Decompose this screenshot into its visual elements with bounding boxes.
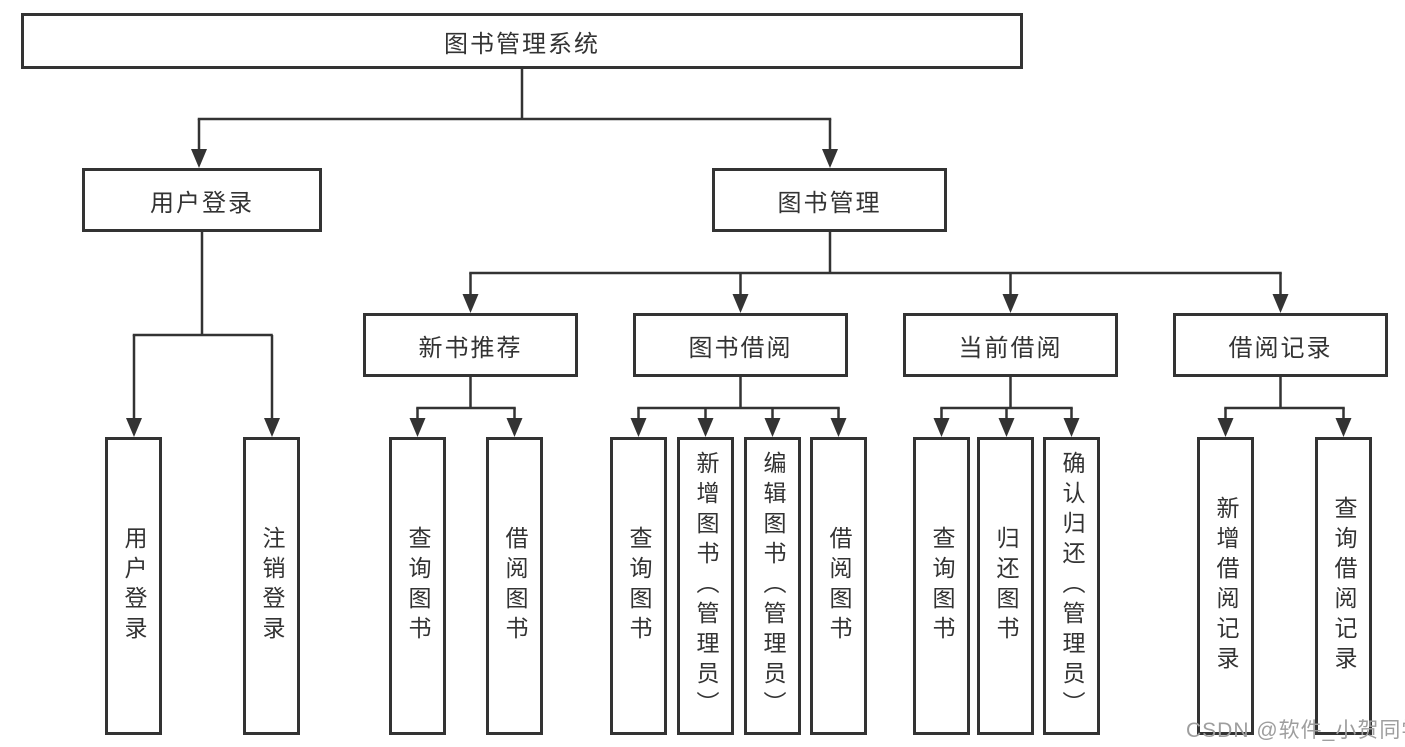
connector-current-borrow-to-leaves	[933, 377, 1080, 437]
node-new-book-recommendation: 新书推荐	[363, 313, 578, 377]
leaf-edit-book-admin: 编辑图书（管理员）	[744, 437, 801, 735]
connector-root-to-level2	[191, 69, 838, 168]
node-root-book-management-system: 图书管理系统	[21, 13, 1023, 69]
connector-new-book-to-leaves	[409, 377, 523, 437]
leaf-return-books: 归还图书	[977, 437, 1034, 735]
leaf-query-borrow-record: 查询借阅记录	[1315, 437, 1372, 735]
connector-user-login-to-leaves	[126, 232, 280, 437]
connector-borrow-records-to-leaves	[1217, 377, 1352, 437]
node-borrowing-records: 借阅记录	[1173, 313, 1388, 377]
csdn-watermark: CSDN @软件_小贺同学	[1186, 719, 1405, 742]
leaf-borrow-books-recommend: 借阅图书	[486, 437, 543, 735]
node-book-borrowing: 图书借阅	[633, 313, 848, 377]
leaf-add-borrow-record: 新增借阅记录	[1197, 437, 1254, 735]
connector-book-borrow-to-leaves	[630, 377, 847, 437]
node-book-management: 图书管理	[712, 168, 947, 232]
leaf-add-book-admin: 新增图书（管理员）	[677, 437, 734, 735]
leaf-logout: 注销登录	[243, 437, 300, 735]
connector-book-mgmt-to-level3	[462, 232, 1289, 313]
node-current-borrowing: 当前借阅	[903, 313, 1118, 377]
leaf-borrow-books: 借阅图书	[810, 437, 867, 735]
leaf-query-books-borrowing: 查询图书	[610, 437, 667, 735]
leaf-query-books-recommend: 查询图书	[389, 437, 446, 735]
leaf-query-books-current: 查询图书	[913, 437, 970, 735]
leaf-confirm-return-admin: 确认归还（管理员）	[1043, 437, 1100, 735]
leaf-user-login: 用户登录	[105, 437, 162, 735]
node-user-login: 用户登录	[82, 168, 322, 232]
